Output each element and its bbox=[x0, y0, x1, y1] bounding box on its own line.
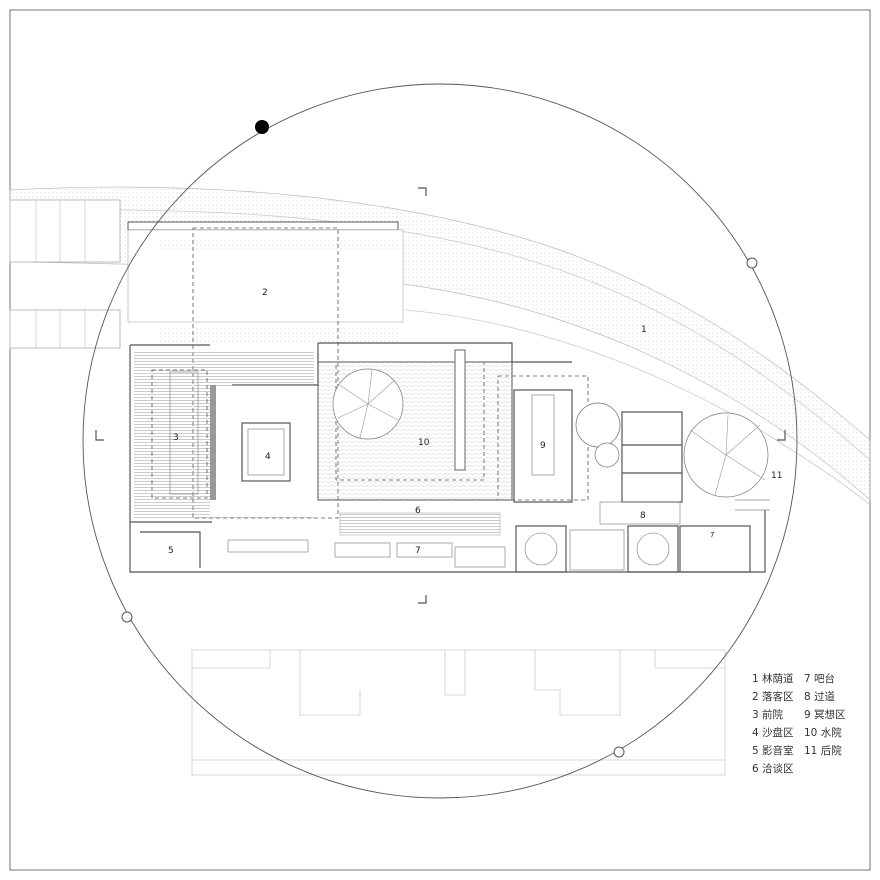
drop-off-canopy bbox=[127, 221, 404, 519]
legend-item: 9 冥想区 bbox=[804, 709, 846, 721]
label-5: 5 bbox=[168, 546, 174, 556]
legend-item: 11 后院 bbox=[804, 745, 842, 757]
building bbox=[129, 342, 770, 573]
legend-item: 1 林荫道 bbox=[752, 673, 794, 685]
seating-row bbox=[339, 512, 501, 536]
legend-item: 3 前院 bbox=[752, 709, 784, 721]
label-2: 2 bbox=[262, 288, 268, 298]
legend-item bbox=[804, 760, 854, 778]
label-7-small: 7 bbox=[710, 531, 714, 539]
marker-icon bbox=[746, 257, 758, 269]
legend: 1 林荫道 7 吧台 2 落客区 8 过道 3 前院 9 冥想区 4 沙盘区 1… bbox=[752, 670, 854, 778]
legend-item: 4 沙盘区 bbox=[752, 727, 794, 739]
label-10: 10 bbox=[418, 438, 430, 448]
marker-icon bbox=[613, 746, 625, 758]
tree-icon bbox=[332, 368, 404, 440]
label-8: 8 bbox=[640, 511, 646, 521]
legend-item: 2 落客区 bbox=[752, 691, 794, 703]
label-3: 3 bbox=[173, 433, 179, 443]
site-circle bbox=[82, 83, 798, 799]
label-1: 1 bbox=[641, 325, 647, 335]
label-11: 11 bbox=[771, 471, 782, 481]
residential-building bbox=[191, 649, 726, 776]
tree-icon bbox=[575, 402, 769, 498]
legend-item: 5 影音室 bbox=[752, 745, 794, 757]
sun-marker-icon bbox=[255, 120, 269, 134]
label-6: 6 bbox=[415, 506, 421, 516]
parking-left bbox=[9, 199, 121, 349]
label-4: 4 bbox=[265, 452, 271, 462]
legend-item: 8 过道 bbox=[804, 691, 836, 703]
legend-item: 10 水院 bbox=[804, 727, 842, 739]
section-mark-icon bbox=[95, 187, 786, 604]
legend-item: 7 吧台 bbox=[804, 673, 836, 685]
label-9: 9 bbox=[540, 441, 546, 451]
marker-icon bbox=[121, 611, 133, 623]
legend-item: 6 洽谈区 bbox=[752, 763, 794, 775]
label-7: 7 bbox=[415, 546, 421, 556]
